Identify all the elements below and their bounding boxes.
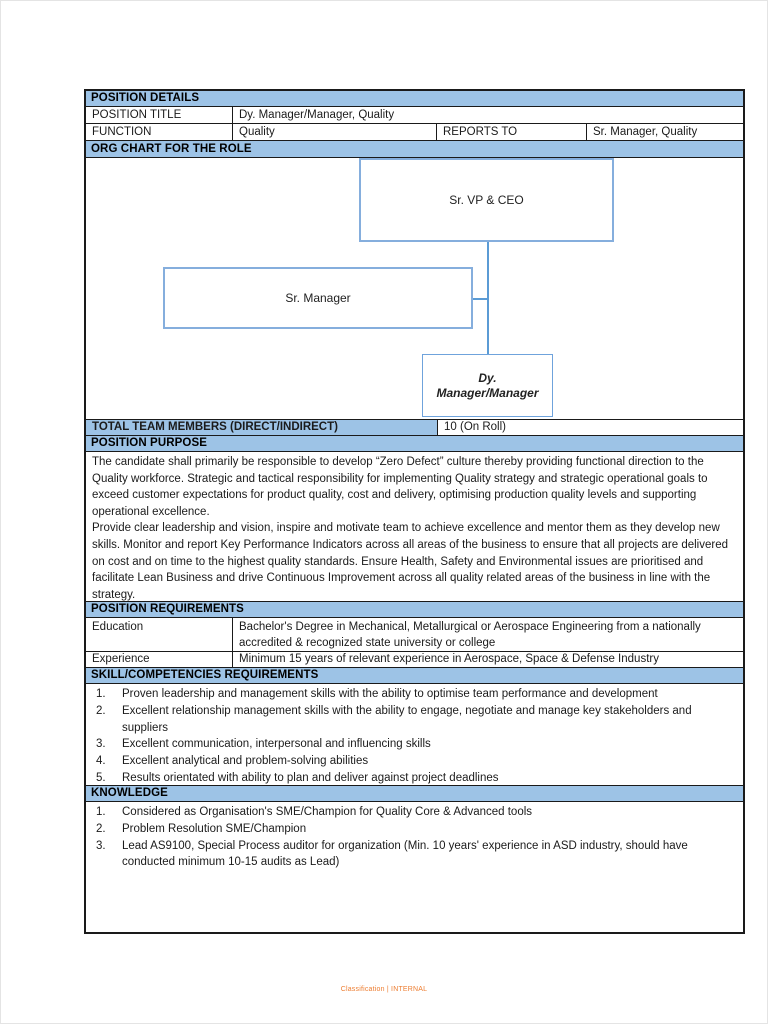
skills-item: Excellent analytical and problem-solving… bbox=[122, 755, 369, 768]
section-header-position-purpose: POSITION PURPOSE bbox=[86, 436, 743, 452]
section-header-knowledge: KNOWLEDGE bbox=[86, 786, 743, 802]
purpose-paragraph: Provide clear leadership and vision, ins… bbox=[92, 522, 729, 601]
org-chart-canvas: Sr. VP & CEO Sr. Manager Dy. Manager/Man… bbox=[86, 158, 743, 420]
function-row: FUNCTION Quality REPORTS TO Sr. Manager,… bbox=[86, 124, 743, 141]
org-node-label: Sr. Manager bbox=[285, 290, 351, 305]
team-members-value: 10 (On Roll) bbox=[444, 421, 506, 434]
knowledge-item: Considered as Organisation's SME/Champio… bbox=[122, 806, 533, 818]
team-members-label: TOTAL TEAM MEMBERS (DIRECT/INDIRECT) bbox=[86, 420, 438, 435]
skills-item: Excellent communication, interpersonal a… bbox=[122, 738, 431, 751]
reports-to-value: Sr. Manager, Quality bbox=[593, 125, 698, 138]
section-header-position-requirements: POSITION REQUIREMENTS bbox=[86, 602, 743, 618]
position-title-value: Dy. Manager/Manager, Quality bbox=[239, 108, 395, 121]
skills-item: Results orientated with ability to plan … bbox=[122, 771, 499, 784]
knowledge-list-cell: Considered as Organisation's SME/Champio… bbox=[86, 802, 743, 932]
knowledge-item: Problem Resolution SME/Champion bbox=[122, 822, 307, 835]
section-title: SKILL/COMPETENCIES REQUIREMENTS bbox=[91, 669, 319, 682]
function-value: Quality bbox=[233, 124, 437, 140]
org-node-label: Dy. Manager/Manager bbox=[436, 370, 539, 400]
position-description-table: POSITION DETAILS POSITION TITLE Dy. Mana… bbox=[84, 89, 745, 934]
education-row: Education Bachelor's Degree in Mechanica… bbox=[86, 618, 743, 652]
section-title: POSITION DETAILS bbox=[91, 92, 200, 105]
skills-list: Proven leadership and management skills … bbox=[88, 686, 737, 787]
org-connector-horizontal bbox=[473, 298, 488, 300]
team-members-row: TOTAL TEAM MEMBERS (DIRECT/INDIRECT) 10 … bbox=[86, 420, 743, 436]
org-connector-vertical bbox=[487, 242, 489, 355]
position-purpose-text: The candidate shall primarily be respons… bbox=[86, 452, 743, 602]
position-title-label: POSITION TITLE bbox=[86, 107, 233, 123]
section-title: KNOWLEDGE bbox=[91, 787, 168, 800]
knowledge-list: Considered as Organisation's SME/Champio… bbox=[88, 804, 737, 871]
experience-label: Experience bbox=[86, 652, 233, 667]
position-title-row: POSITION TITLE Dy. Manager/Manager, Qual… bbox=[86, 107, 743, 124]
section-header-org-chart: ORG CHART FOR THE ROLE bbox=[86, 141, 743, 158]
section-title: POSITION PURPOSE bbox=[91, 437, 207, 450]
skills-item: Proven leadership and management skills … bbox=[122, 688, 658, 700]
purpose-paragraph: The candidate shall primarily be respons… bbox=[92, 456, 708, 518]
skills-list-cell: Proven leadership and management skills … bbox=[86, 684, 743, 786]
section-header-skills: SKILL/COMPETENCIES REQUIREMENTS bbox=[86, 668, 743, 684]
org-node-sr-manager: Sr. Manager bbox=[163, 267, 473, 329]
classification-footer: Classification | INTERNAL bbox=[340, 986, 428, 993]
org-node-dy-manager: Dy. Manager/Manager bbox=[422, 354, 553, 417]
org-node-label: Sr. VP & CEO bbox=[449, 192, 524, 207]
experience-value: Minimum 15 years of relevant experience … bbox=[239, 653, 659, 666]
section-title: POSITION REQUIREMENTS bbox=[91, 603, 244, 616]
education-label: Education bbox=[86, 618, 233, 651]
knowledge-item: Lead AS9100, Special Process auditor for… bbox=[122, 839, 688, 869]
education-value: Bachelor's Degree in Mechanical, Metallu… bbox=[239, 621, 701, 650]
section-title: ORG CHART FOR THE ROLE bbox=[91, 142, 252, 155]
reports-to-label: REPORTS TO bbox=[437, 124, 587, 140]
function-label: FUNCTION bbox=[86, 124, 233, 140]
skills-item: Excellent relationship management skills… bbox=[122, 704, 692, 734]
section-header-position-details: POSITION DETAILS bbox=[86, 91, 743, 107]
org-node-sr-vp-ceo: Sr. VP & CEO bbox=[359, 158, 614, 242]
experience-row: Experience Minimum 15 years of relevant … bbox=[86, 652, 743, 668]
